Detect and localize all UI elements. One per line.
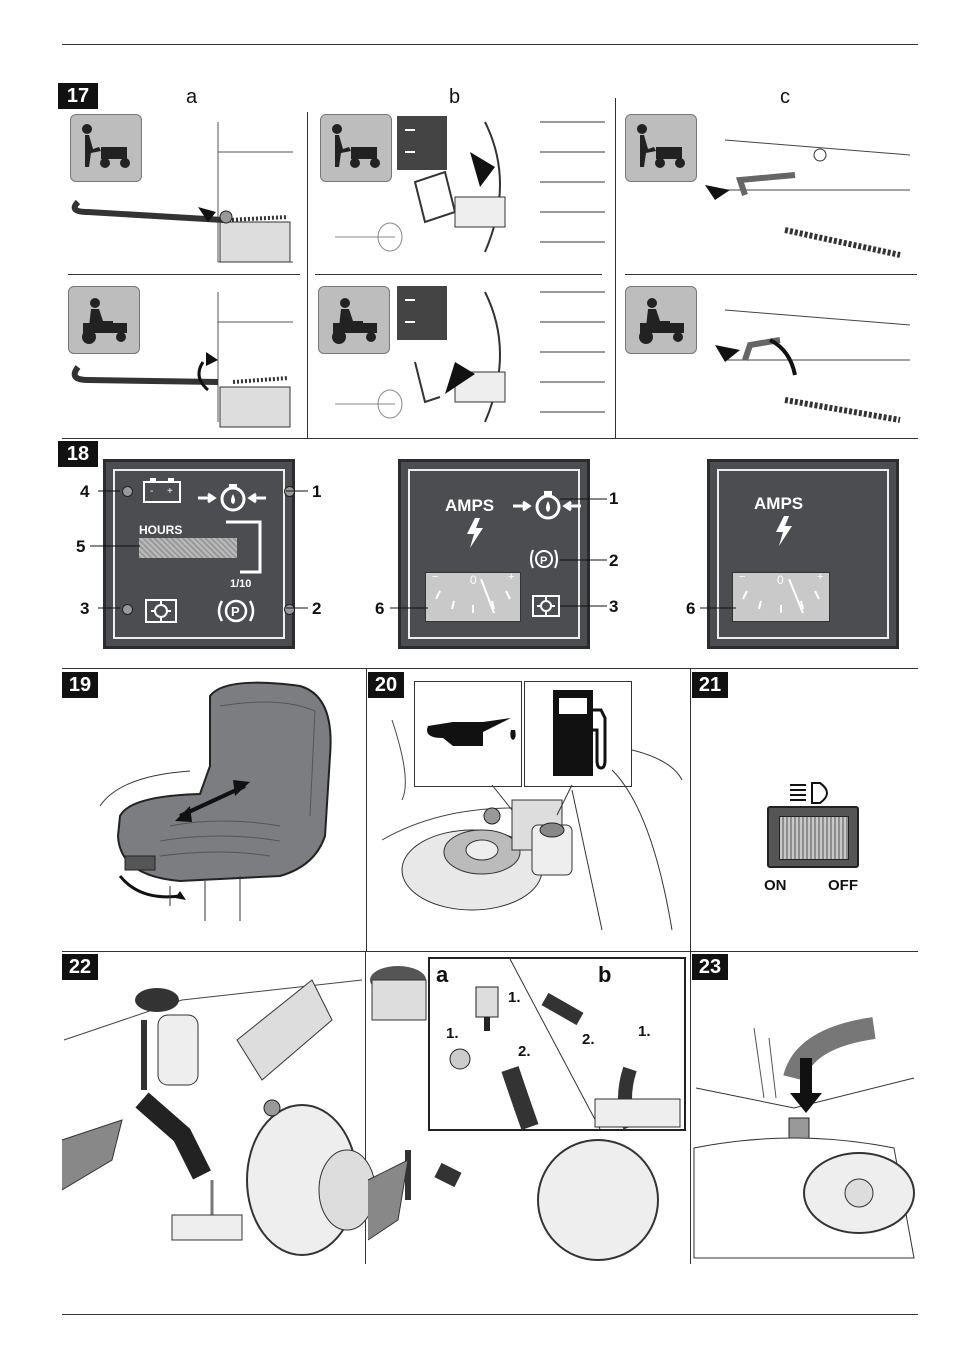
- callout-leaders: [388, 490, 610, 620]
- figure-divider: [366, 668, 367, 952]
- figure-17a-bottom-drawing: [68, 282, 300, 432]
- riding-mower-icon: [625, 286, 697, 354]
- headlight-icon: [790, 782, 836, 804]
- bottom-rule: [62, 1314, 918, 1315]
- callout-2: 2: [609, 551, 618, 571]
- figure-17b-top-drawing: [315, 112, 605, 272]
- figure-23-number: 23: [692, 954, 728, 980]
- figure-19-seat-drawing: [80, 676, 360, 926]
- figure-23-hose-drawing: [694, 1018, 918, 1258]
- figure-18-number: 18: [58, 441, 98, 467]
- inset-sub-a: a: [436, 962, 448, 988]
- figure-divider: [690, 668, 691, 952]
- step-label: 2.: [582, 1031, 595, 1048]
- figure-17-divider: [625, 274, 917, 275]
- figure-17-col-a: a: [186, 86, 197, 109]
- headlight-switch[interactable]: [767, 806, 859, 868]
- walking-mower-icon: [625, 114, 697, 182]
- callout-1: 1: [609, 489, 618, 509]
- figure-17-col-b: b: [449, 86, 460, 109]
- step-label: 2.: [518, 1043, 531, 1060]
- figure-17a-top-drawing: [68, 112, 300, 272]
- step-label: 1.: [446, 1025, 459, 1042]
- figure-22-drain-drawing: [62, 960, 362, 1265]
- step-label: 1.: [508, 989, 521, 1006]
- figure-17b-bottom-drawing: [315, 282, 605, 432]
- figure-17c-top-drawing: [700, 130, 912, 272]
- rocker-face: [779, 816, 849, 860]
- figure-17-divider: [68, 274, 300, 275]
- figure-row-rule: [62, 951, 918, 952]
- figure-17c-bottom-drawing: [710, 300, 912, 432]
- figure-18-bottom-rule: [62, 668, 918, 669]
- lightning-icon: [774, 516, 794, 546]
- figure-17-number: 17: [58, 83, 98, 109]
- callout-6: 6: [375, 599, 384, 619]
- callout-4: 4: [80, 482, 89, 502]
- inset-sub-b: b: [598, 962, 611, 988]
- instrument-panel-ammeter-basic: AMPS − 0 +: [707, 459, 899, 649]
- amps-label: AMPS: [754, 494, 803, 514]
- figure-17-bottom-rule: [62, 438, 918, 439]
- figure-17-divider: [315, 274, 602, 275]
- callout-5: 5: [76, 537, 85, 557]
- top-rule: [62, 44, 918, 45]
- switch-on-label: ON: [764, 877, 787, 894]
- callout-6: 6: [686, 599, 695, 619]
- figure-17-divider: [615, 98, 616, 438]
- callout-leaders: [698, 605, 738, 615]
- ammeter-gauge: − 0 +: [732, 572, 830, 622]
- valve-detail-inset: a b 1. 1. 2. 2. 1.: [428, 957, 686, 1131]
- callout-3: 3: [609, 597, 618, 617]
- callout-leaders: [90, 480, 320, 620]
- step-label: 1.: [638, 1023, 651, 1040]
- callout-3: 3: [80, 599, 89, 619]
- figure-21-number: 21: [692, 672, 728, 698]
- switch-off-label: OFF: [828, 877, 858, 894]
- figure-divider: [690, 951, 691, 1264]
- figure-17-divider: [307, 112, 308, 438]
- figure-20-engine-drawing: [372, 690, 688, 948]
- figure-17-col-c: c: [780, 86, 790, 109]
